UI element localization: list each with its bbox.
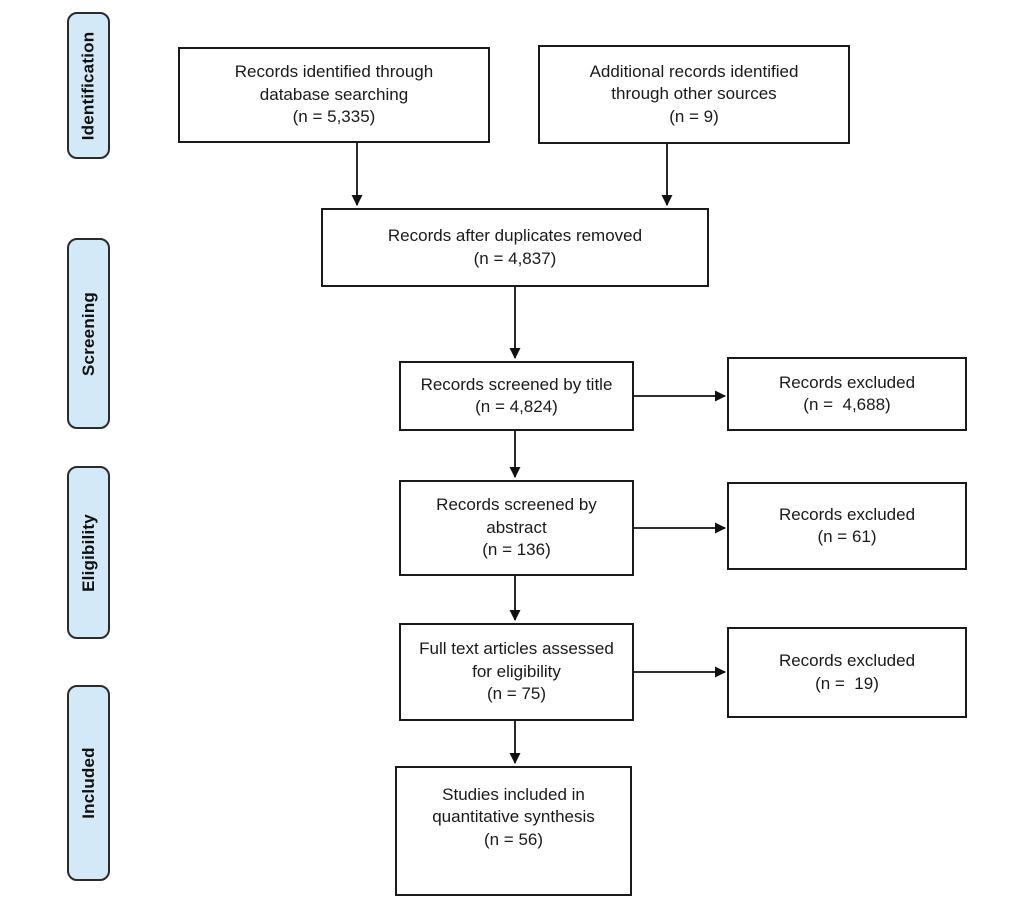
box-text-line: Full text articles assessed	[419, 639, 614, 659]
box-text-line: abstract	[486, 517, 547, 537]
box-text-line: Records excluded	[778, 372, 916, 392]
box-count-line: (n = 4,824)	[475, 397, 558, 416]
box-text-line: Records excluded	[778, 651, 916, 671]
box-excluded-by-title: Records excluded (n = 4,688)	[727, 357, 967, 431]
stage-label-text: Identification	[78, 31, 98, 140]
box-count-line: (n = 4,837)	[473, 248, 557, 268]
box-text-line: for eligibility	[472, 661, 561, 681]
box-text-line: quantitative synthesis	[432, 807, 595, 827]
box-screened-by-abstract: Records screened by abstract (n = 136)	[399, 480, 634, 576]
box-studies-included: Studies included in quantitative synthes…	[395, 766, 632, 896]
box-text-line: Records screened by	[436, 495, 597, 515]
stage-label-text: Eligibility	[78, 513, 98, 592]
stage-label-identification: Identification	[67, 12, 110, 159]
box-count-line: (n = 4,688)	[803, 395, 891, 414]
box-text-line: Records screened by title	[420, 374, 613, 394]
stage-label-screening: Screening	[67, 238, 110, 429]
stage-label-text: Screening	[78, 291, 98, 376]
box-count-line: (n = 56)	[483, 829, 544, 849]
box-text-line: Studies included in	[442, 785, 585, 804]
box-additional-records: Additional records identified through ot…	[538, 45, 850, 144]
stage-label-eligibility: Eligibility	[67, 466, 110, 639]
box-fulltext-assessed: Full text articles assessed for eligibil…	[399, 623, 634, 721]
box-text-line: Records excluded	[778, 504, 916, 524]
box-count-line: (n = 136)	[482, 540, 551, 560]
box-count-line: (n = 9)	[669, 106, 719, 126]
box-records-identified-database: Records identified through database sear…	[178, 47, 490, 143]
box-count-line: (n = 5,335)	[292, 107, 376, 127]
box-count-line: (n = 75)	[486, 684, 547, 704]
box-count-line: (n = 61)	[817, 527, 877, 546]
box-text-line: Additional records identified	[589, 61, 799, 81]
box-duplicates-removed: Records after duplicates removed (n = 4,…	[321, 208, 709, 287]
box-count-line: (n = 19)	[815, 673, 879, 693]
box-excluded-fulltext: Records excluded (n = 19)	[727, 627, 967, 718]
stage-label-included: Included	[67, 685, 110, 881]
box-screened-by-title: Records screened by title (n = 4,824)	[399, 361, 634, 431]
box-text-line: Records after duplicates removed	[387, 226, 643, 246]
box-text-line: Records identified through	[234, 62, 434, 82]
box-excluded-by-abstract: Records excluded (n = 61)	[727, 482, 967, 570]
box-text-line: database searching	[259, 84, 409, 104]
box-text-line: through other sources	[611, 84, 777, 104]
stage-label-text: Included	[78, 747, 98, 819]
